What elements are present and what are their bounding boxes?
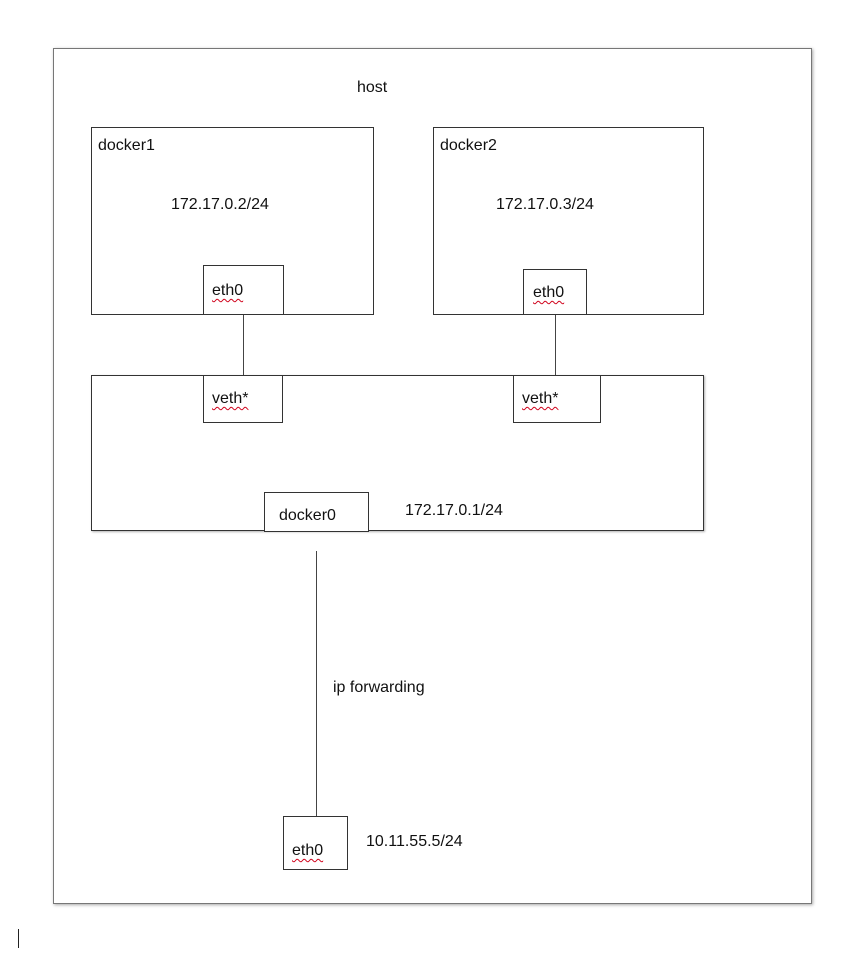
ip-forwarding-link — [316, 551, 317, 816]
docker0-box — [264, 492, 369, 532]
ip-forwarding-label: ip forwarding — [333, 679, 425, 696]
docker2-eth0-label: eth0 — [533, 284, 565, 301]
docker2-label: docker2 — [440, 137, 497, 154]
docker2-veth-link — [555, 315, 556, 375]
veth-left-box — [203, 375, 283, 423]
bridge-box — [91, 375, 704, 531]
docker2-eth0-box — [523, 269, 587, 315]
docker1-eth0-label: eth0 — [212, 282, 244, 299]
docker1-ip: 172.17.0.2/24 — [171, 196, 269, 213]
docker2-ip: 172.17.0.3/24 — [496, 196, 594, 213]
docker1-eth0-box — [203, 265, 284, 315]
host-eth0-ip: 10.11.55.5/24 — [366, 833, 463, 850]
host-label: host — [357, 79, 388, 96]
veth-right-label: veth* — [522, 390, 559, 407]
docker1-label: docker1 — [98, 137, 155, 154]
docker0-ip: 172.17.0.1/24 — [405, 502, 503, 519]
text-cursor — [18, 929, 19, 948]
docker1-veth-link — [243, 315, 244, 375]
host-eth0-label: eth0 — [292, 842, 324, 859]
docker0-label: docker0 — [279, 507, 336, 524]
veth-right-box — [513, 375, 601, 423]
veth-left-label: veth* — [212, 390, 249, 407]
host-eth0-box — [283, 816, 348, 870]
